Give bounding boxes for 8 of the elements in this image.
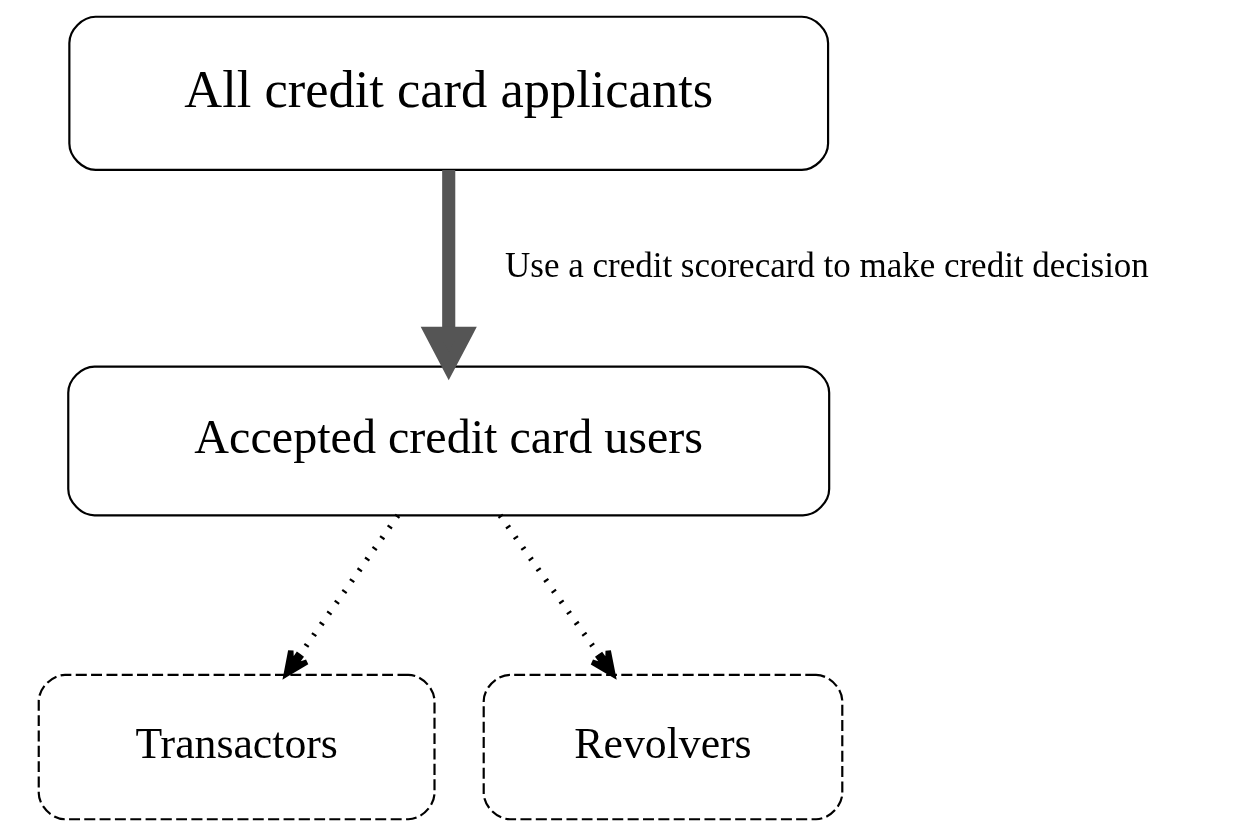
arrow	[420, 170, 477, 381]
arrow	[283, 513, 400, 677]
arrow	[497, 513, 616, 677]
node-box: Accepted credit card users	[66, 365, 830, 517]
node-box: All credit card applicants	[67, 15, 829, 171]
edge-label: Use a credit scorecard to make credit decision	[504, 245, 1149, 285]
node-box: Revolvers	[482, 673, 843, 821]
node-box: Transactors	[37, 673, 436, 821]
